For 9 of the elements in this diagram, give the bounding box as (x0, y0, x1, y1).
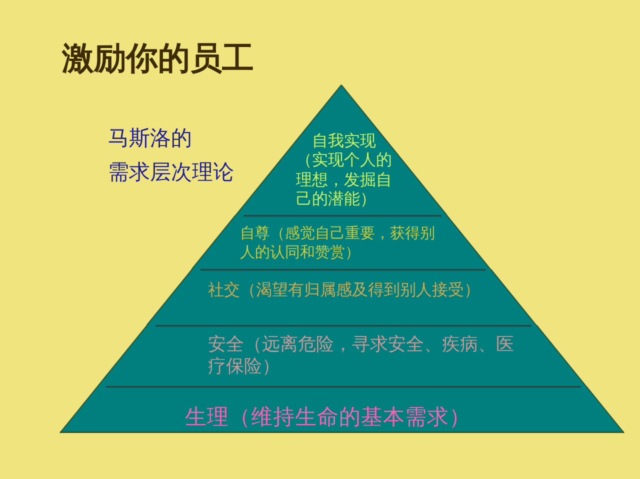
side-label: 马斯洛的 (108, 125, 192, 151)
tier-label: 安全（远离危险，寻求安全、疾病、医疗保险） (208, 334, 515, 378)
side-label: 需求层次理论 (108, 159, 234, 185)
tier-label: （实现个人的理想，发掘自己的潜能） (296, 150, 393, 208)
slide-title: 激励你的员工 (62, 38, 254, 78)
tier-label: 生理（维持生命的基本需求） (185, 406, 471, 430)
tier-label: 社交（渴望有归属感及得到别人接受） (208, 280, 480, 300)
tier-label: 自我实现 (312, 131, 376, 150)
tier-label: 自尊（感觉自己重要，获得别人的认同和赞赏） (240, 224, 436, 261)
